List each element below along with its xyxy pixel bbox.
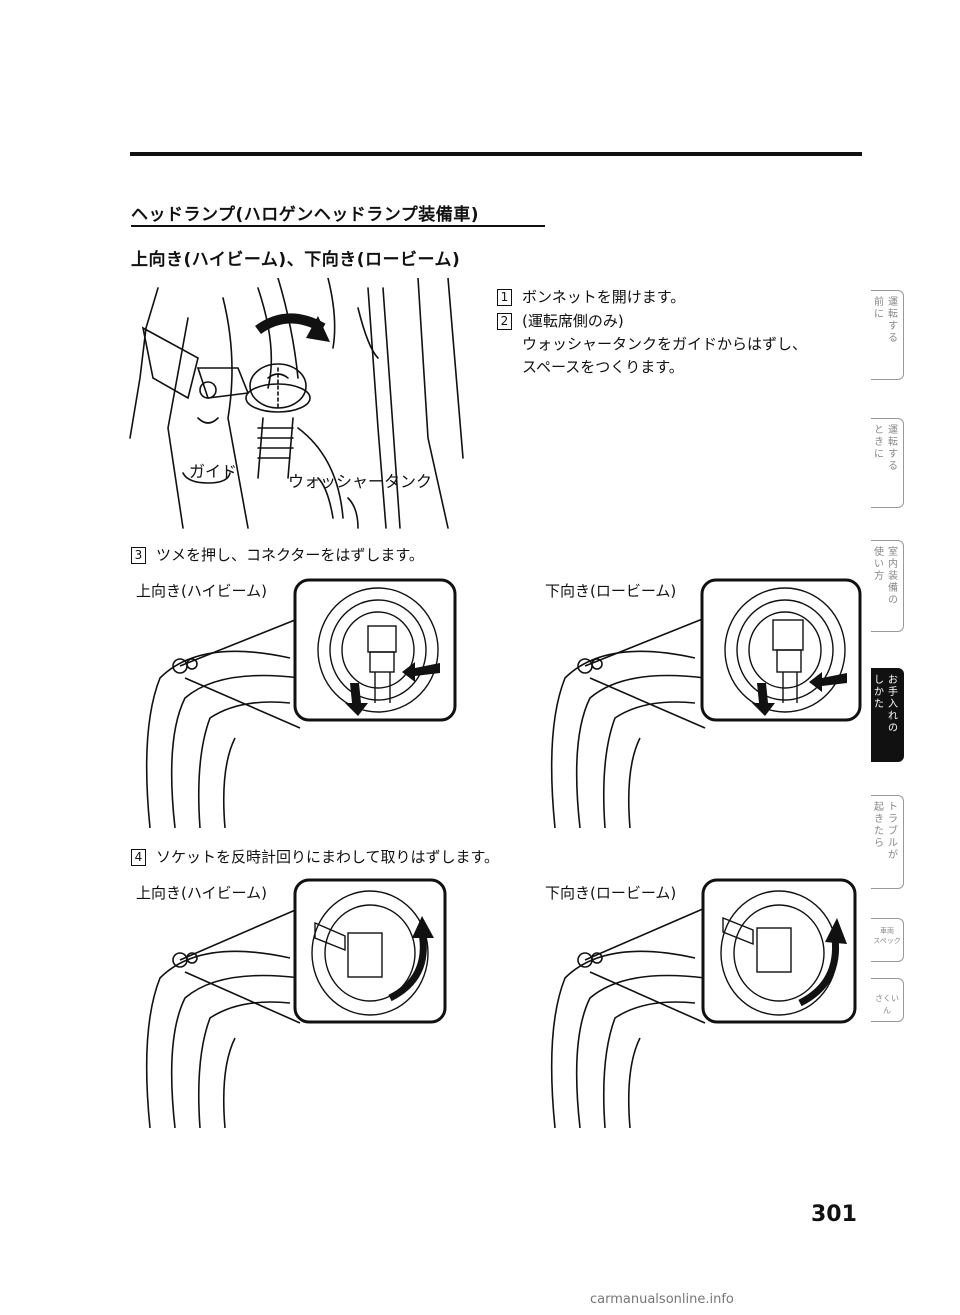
step-text-line2: ウォッシャータンクをガイドからはずし、 <box>522 335 808 353</box>
tab-label: 運転する <box>888 297 898 344</box>
step-number: 4 <box>131 849 146 866</box>
step-number: 2 <box>497 313 512 330</box>
step-4: 4 ソケットを反時計回りにまわして取りはずします。 <box>131 846 499 869</box>
tab-label: 使い方 <box>874 547 884 582</box>
tab-label: 前に <box>874 297 884 320</box>
guide-callout: ガイド <box>189 462 238 481</box>
section-heading: ヘッドランプ(ハロゲンヘッドランプ装備車) <box>131 205 480 225</box>
side-tab-while-driving[interactable]: 運転する ときに <box>871 418 904 508</box>
step-2: 2 (運転席側のみ) ウォッシャータンクをガイドからはずし、 スペースをつくります… <box>497 310 807 379</box>
heading-underline <box>131 225 545 227</box>
step-number: 1 <box>497 289 512 306</box>
step-text: ソケットを反時計回りにまわして取りはずします。 <box>156 848 500 866</box>
tab-label: 運転する <box>888 425 898 472</box>
tab-label: 起きたら <box>874 802 884 849</box>
engine-bay-illustration <box>129 278 464 529</box>
step-3: 3 ツメを押し、コネクターをはずします。 <box>131 544 424 567</box>
high-beam-label-2: 上向き(ハイビーム) <box>136 884 267 902</box>
step-1: 1 ボンネットを開けます。 <box>497 286 685 309</box>
tab-label: しかた <box>874 675 884 710</box>
socket-high-beam-illustration <box>145 878 447 1128</box>
side-tab-before-driving[interactable]: 運転する 前に <box>871 290 904 380</box>
step-text: ツメを押し、コネクターをはずします。 <box>156 546 424 564</box>
tab-label: トラブルが <box>888 802 898 861</box>
side-tab-trouble[interactable]: トラブルが 起きたら <box>871 795 904 889</box>
high-beam-label: 上向き(ハイビーム) <box>136 582 267 600</box>
tab-label: 室内装備の <box>888 547 898 606</box>
tab-label: 車両 <box>880 927 894 935</box>
step-text: ボンネットを開けます。 <box>522 288 686 306</box>
tab-label: ときに <box>874 425 884 460</box>
step-number: 3 <box>131 547 146 564</box>
connector-low-beam-illustration <box>550 578 862 828</box>
tab-label: スペック <box>873 937 901 945</box>
side-tab-index[interactable]: さくいん <box>871 978 904 1022</box>
top-rule <box>130 152 862 156</box>
washer-tank-callout: ウォッシャータンク <box>288 472 433 491</box>
step-text: (運転席側のみ) <box>522 312 624 330</box>
page-number: 301 <box>811 1202 857 1227</box>
step-text-line3: スペースをつくります。 <box>522 358 684 376</box>
socket-low-beam-illustration <box>550 878 857 1128</box>
connector-high-beam-illustration <box>145 578 457 828</box>
tab-label: お手入れの <box>888 675 898 734</box>
side-tab-specs[interactable]: 車両 スペック <box>871 918 904 962</box>
low-beam-label-2: 下向き(ロービーム) <box>545 884 677 902</box>
side-tab-interior[interactable]: 室内装備の 使い方 <box>871 540 904 632</box>
tab-label: さくいん <box>875 994 899 1015</box>
footer-watermark: carmanualsonline.info <box>590 1292 734 1307</box>
side-tab-maintenance[interactable]: お手入れの しかた <box>871 668 904 762</box>
section-subheading: 上向き(ハイビーム)、下向き(ロービーム) <box>131 250 461 270</box>
low-beam-label: 下向き(ロービーム) <box>545 582 677 600</box>
